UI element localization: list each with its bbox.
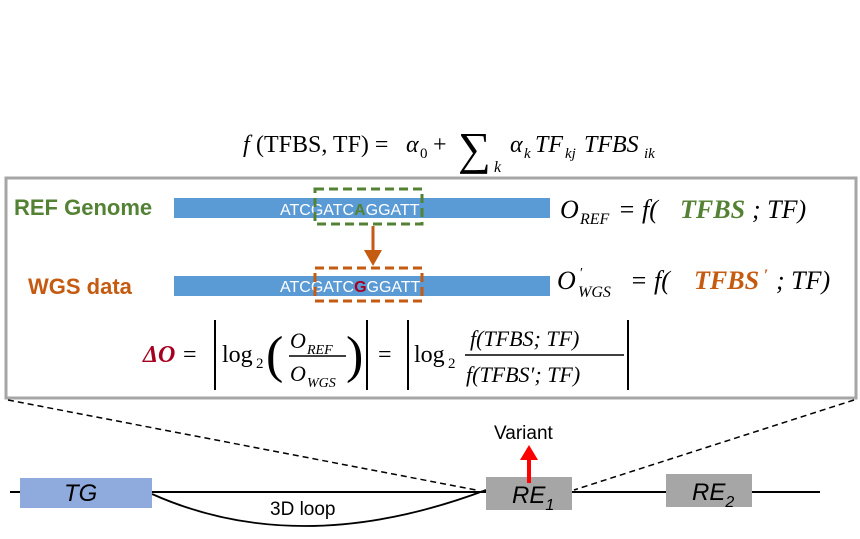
svg-text:; TF): ; TF): [776, 266, 830, 295]
formula-lhs-args: (TFBS, TF) =: [256, 132, 388, 158]
target-gene-label: TG: [64, 480, 97, 507]
wgs-data-label: WGS data: [28, 274, 133, 299]
ref-sequence: ATCGATCAGGATT: [280, 202, 420, 219]
variant-label: Variant: [494, 423, 554, 444]
svg-text:= f(: = f(: [630, 266, 671, 295]
term-tf-sub: kj: [565, 146, 576, 162]
svg-text:= f(: = f(: [618, 195, 659, 224]
svg-text:log: log: [414, 342, 445, 368]
wgs-output-equation: O ′ WGS = f( TFBS ′ ; TF): [557, 266, 830, 301]
ref-genome-label: REF Genome: [14, 195, 152, 220]
svg-text:; TF): ; TF): [752, 195, 806, 224]
delta-o-equation: ΔO = log 2 ( O REF O WGS ) = log 2 f(TFB…: [142, 320, 629, 391]
top-formula: f (TFBS, TF) = α 0 + ∑ k α k TF kj TFBS …: [243, 123, 655, 176]
delta-o-symbol: ΔO: [142, 342, 175, 368]
delta-equals: =: [183, 342, 197, 368]
term-tfbs-sub: ik: [644, 146, 655, 162]
svg-text:WGS: WGS: [307, 376, 336, 391]
formula-alpha0-sub: 0: [420, 146, 428, 162]
svg-text:2: 2: [256, 356, 264, 372]
fraction-denominator: f(TFBS′; TF): [466, 362, 580, 387]
zoom-line-left: [7, 399, 477, 491]
sum-symbol: ∑: [458, 123, 491, 174]
re2-box: [666, 474, 752, 507]
comparison-panel: [4, 176, 858, 400]
svg-text:(: (: [266, 327, 283, 384]
svg-text:O: O: [290, 328, 306, 353]
ref-tfbs-box: [313, 187, 424, 226]
formula-f: f: [243, 132, 253, 158]
svg-text:2: 2: [448, 356, 456, 372]
svg-text:′: ′: [580, 266, 583, 281]
svg-text:REF: REF: [306, 343, 333, 358]
3d-loop-arc: [151, 489, 487, 527]
target-gene-box: [20, 478, 152, 508]
sum-index: k: [494, 159, 502, 176]
svg-text:′: ′: [764, 267, 769, 284]
term-tfbs: TFBS: [584, 132, 639, 158]
formula-plus: +: [433, 132, 447, 158]
svg-text:WGS: WGS: [578, 284, 611, 301]
svg-text:O: O: [290, 361, 306, 386]
re2-label: RE2: [692, 479, 734, 511]
term-tf: TF: [535, 132, 563, 158]
svg-text:=: =: [378, 342, 392, 368]
re1-label: RE1: [512, 482, 554, 514]
fraction-numerator: f(TFBS; TF): [470, 326, 579, 351]
wgs-sequence: ATCGATCGGGATT: [280, 279, 421, 296]
svg-text:): ): [346, 327, 363, 384]
wgs-sequence-bar: [174, 276, 550, 296]
mutation-arrow-head: [364, 250, 382, 266]
term-alpha: α: [510, 132, 523, 158]
3d-loop-label: 3D loop: [270, 499, 336, 520]
ref-output-equation: O REF = f( TFBS ; TF): [560, 195, 806, 228]
ref-sequence-bar: [174, 198, 550, 218]
variant-arrow-head: [520, 445, 538, 460]
svg-text:TFBS: TFBS: [680, 195, 745, 224]
svg-text:REF: REF: [579, 211, 610, 228]
formula-alpha0: α: [406, 132, 419, 158]
zoom-line-right: [573, 399, 855, 491]
svg-text:TFBS: TFBS: [694, 266, 759, 295]
svg-text:O: O: [557, 266, 576, 295]
svg-text:log: log: [222, 342, 253, 368]
term-alpha-sub: k: [524, 146, 531, 162]
svg-text:O: O: [560, 195, 579, 224]
